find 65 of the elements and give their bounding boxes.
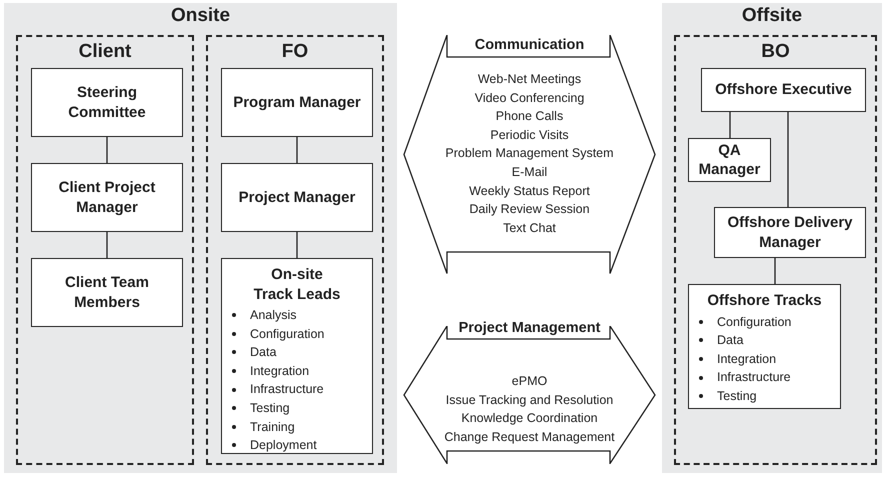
channel-item: Knowledge Coordination [461,410,598,428]
group-title: BO [760,41,791,63]
role-label: Client Project Manager [58,178,156,217]
connector-line [296,232,298,258]
channel-item: Weekly Status Report [469,182,590,200]
shape-heading: Communication [474,37,586,53]
list-item: Integration [717,350,776,368]
role-box [31,68,183,137]
channel-item: Video Conferencing [474,90,584,107]
channel-item: Phone Calls [496,108,564,126]
box-heading: On-site Track Leads [252,265,342,304]
role-label: Program Manager [232,92,362,112]
channel-item: Issue Tracking and Resolution [446,392,614,409]
connector-line [787,112,789,207]
channel-item: E-Mail [512,164,548,181]
role-box [714,207,866,258]
list-item: Testing [250,400,290,417]
site-panel [662,3,882,473]
channel-item: Periodic Visits [490,126,569,144]
group-frame [674,35,877,465]
list-item: Infrastructure [717,369,791,386]
panel-title: Onsite [170,5,232,27]
channel-item: Change Request Management [444,428,615,446]
connector-line [106,137,108,163]
group-title: Client [78,41,132,63]
role-box [31,258,183,327]
site-panel [4,3,397,473]
list-item: Data [717,332,744,350]
list-item: Configuration [717,314,792,331]
group-title: FO [280,41,310,63]
track-box [688,284,841,409]
role-box [221,68,373,137]
list-item: Deployment [250,437,317,454]
list-item: Data [250,344,276,362]
list-item: Configuration [250,326,324,343]
panel-title: Offsite [740,5,804,27]
role-box [701,68,866,112]
box-heading: Offshore Tracks [706,291,823,310]
role-label: Offshore Delivery Manager [726,213,854,252]
role-label: Client Team Members [64,273,150,312]
list-item: Integration [250,362,310,380]
role-label: Offshore Executive [714,80,853,100]
channel-item: Daily Review Session [469,201,590,218]
channel-item: Problem Management System [445,145,614,162]
role-label: Project Manager [238,188,356,208]
connector-line [106,232,108,258]
role-label: Steering Committee [67,83,147,122]
shape-heading: Project Management [458,320,602,336]
channel-item: Web-Net Meetings [478,71,582,88]
list-item: Analysis [250,307,297,324]
role-box [688,138,771,182]
list-item: Testing [717,388,757,405]
connector-line [774,258,776,284]
connector-line [296,137,298,163]
group-frame [206,35,384,465]
role-label: QA Manager [698,140,762,180]
list-item: Infrastructure [250,381,324,398]
track-box [221,258,373,454]
list-item: Training [250,418,295,436]
role-box [31,163,183,232]
role-box [221,163,373,232]
channel-item: Text Chat [503,220,556,237]
group-frame [16,35,194,465]
connector-line [729,112,731,138]
channel-item: ePMO [512,373,548,390]
